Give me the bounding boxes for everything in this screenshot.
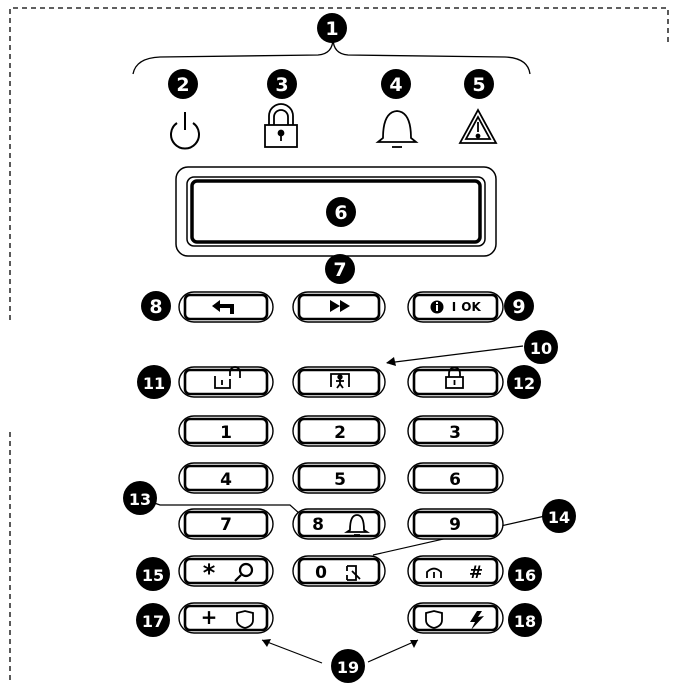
key-hash-label: #	[469, 563, 483, 583]
key-4-label: 4	[220, 470, 232, 490]
callout-14: 14	[542, 499, 576, 533]
key-star[interactable]	[178, 555, 274, 587]
disarm-unlock-icon	[214, 366, 241, 389]
keypad-keys	[178, 291, 504, 634]
callout-10: 10	[524, 330, 558, 364]
power-icon	[170, 112, 200, 150]
arm-away-lock-icon	[445, 366, 464, 389]
key-1-label: 1	[220, 423, 232, 443]
callout-11: 11	[137, 365, 171, 399]
callout-5: 5	[464, 69, 494, 99]
arrowheads	[262, 357, 418, 648]
key-3-label: 3	[449, 423, 461, 443]
indicator-brace	[132, 37, 531, 75]
callout-2-label: 2	[176, 74, 189, 96]
callout-9-label: 9	[512, 296, 525, 318]
callout-10-label: 10	[530, 339, 552, 358]
callout-1-label: 1	[325, 18, 338, 40]
key-plus[interactable]	[178, 602, 274, 634]
warning-triangle-icon	[458, 108, 498, 144]
key-0[interactable]	[292, 555, 386, 587]
callout-19: 19	[331, 649, 365, 683]
key-6[interactable]	[407, 462, 504, 494]
arm-away-key[interactable]	[407, 366, 504, 398]
callout-13-label: 13	[129, 490, 151, 509]
callout-7: 7	[325, 254, 355, 284]
arm-home-key[interactable]	[292, 366, 386, 398]
dashed-border	[9, 7, 669, 320]
callout-4-label: 4	[389, 74, 402, 96]
bypass-zone-icon	[346, 565, 361, 581]
callout-16-label: 16	[514, 566, 536, 585]
emergency-shield-icon	[425, 610, 443, 629]
bell-icon	[375, 110, 419, 148]
key-9[interactable]	[407, 508, 504, 540]
fire-icon	[470, 611, 484, 630]
callout-6: 6	[326, 197, 356, 227]
search-icon	[234, 562, 254, 582]
key-emergency[interactable]	[407, 602, 504, 634]
callout-14-label: 14	[548, 508, 570, 527]
key-labels: 1 2 3 4 5 6 7 8 9 0 * # + I OK	[201, 300, 484, 629]
home-chime-icon	[426, 567, 442, 578]
callout-2: 2	[168, 69, 198, 99]
key-4[interactable]	[178, 462, 274, 494]
callout-16: 16	[508, 557, 542, 591]
callout-8-label: 8	[149, 296, 162, 318]
callout-7-label: 7	[333, 259, 346, 281]
key-7-label: 7	[220, 515, 232, 535]
callout-3-label: 3	[275, 74, 288, 96]
callout-11-label: 11	[143, 374, 165, 393]
key-8[interactable]	[292, 508, 386, 540]
next-key[interactable]	[292, 291, 386, 323]
key-ok-label: OK	[461, 300, 481, 314]
arm-home-icon	[330, 373, 350, 389]
ok-key[interactable]	[407, 291, 504, 323]
callout-12-label: 12	[513, 374, 535, 393]
callout-3: 3	[267, 69, 297, 99]
callout-8: 8	[141, 291, 171, 321]
callout-5-label: 5	[472, 74, 485, 96]
callout-4: 4	[381, 69, 411, 99]
disarm-key[interactable]	[178, 366, 274, 398]
key-2[interactable]	[292, 415, 386, 447]
info-icon	[430, 300, 444, 314]
callout-15: 15	[136, 557, 170, 591]
back-arrow-icon	[212, 300, 234, 314]
key-7[interactable]	[178, 508, 274, 540]
key-bell-icon	[344, 514, 370, 536]
key-5[interactable]	[292, 462, 386, 494]
key-hash[interactable]	[407, 555, 504, 587]
callout-9: 9	[504, 291, 534, 321]
key-5-label: 5	[334, 470, 346, 490]
callout-19-label: 19	[337, 658, 359, 677]
key-star-label: *	[203, 559, 216, 587]
callout-17-label: 17	[142, 612, 164, 631]
callout-18: 18	[508, 603, 542, 637]
key-3[interactable]	[407, 415, 504, 447]
callout-1: 1	[317, 13, 347, 43]
fast-forward-icon	[330, 300, 350, 312]
key-9-label: 9	[449, 515, 461, 535]
key-info-separator: I	[452, 300, 456, 314]
shield-icon	[236, 610, 254, 629]
callout-18-label: 18	[514, 612, 536, 631]
key-1[interactable]	[178, 415, 274, 447]
key-0-label: 0	[315, 563, 327, 583]
key-6-label: 6	[449, 470, 461, 490]
callout-15-label: 15	[142, 566, 164, 585]
callout-6-label: 6	[334, 202, 347, 224]
callout-13: 13	[123, 481, 157, 515]
callout-12: 12	[507, 365, 541, 399]
callout-17: 17	[136, 603, 170, 637]
key-plus-label: +	[201, 605, 218, 629]
leader-lines	[139, 345, 546, 664]
key-2-label: 2	[334, 423, 346, 443]
arm-lock-icon	[264, 103, 298, 148]
key-8-label: 8	[312, 515, 324, 535]
